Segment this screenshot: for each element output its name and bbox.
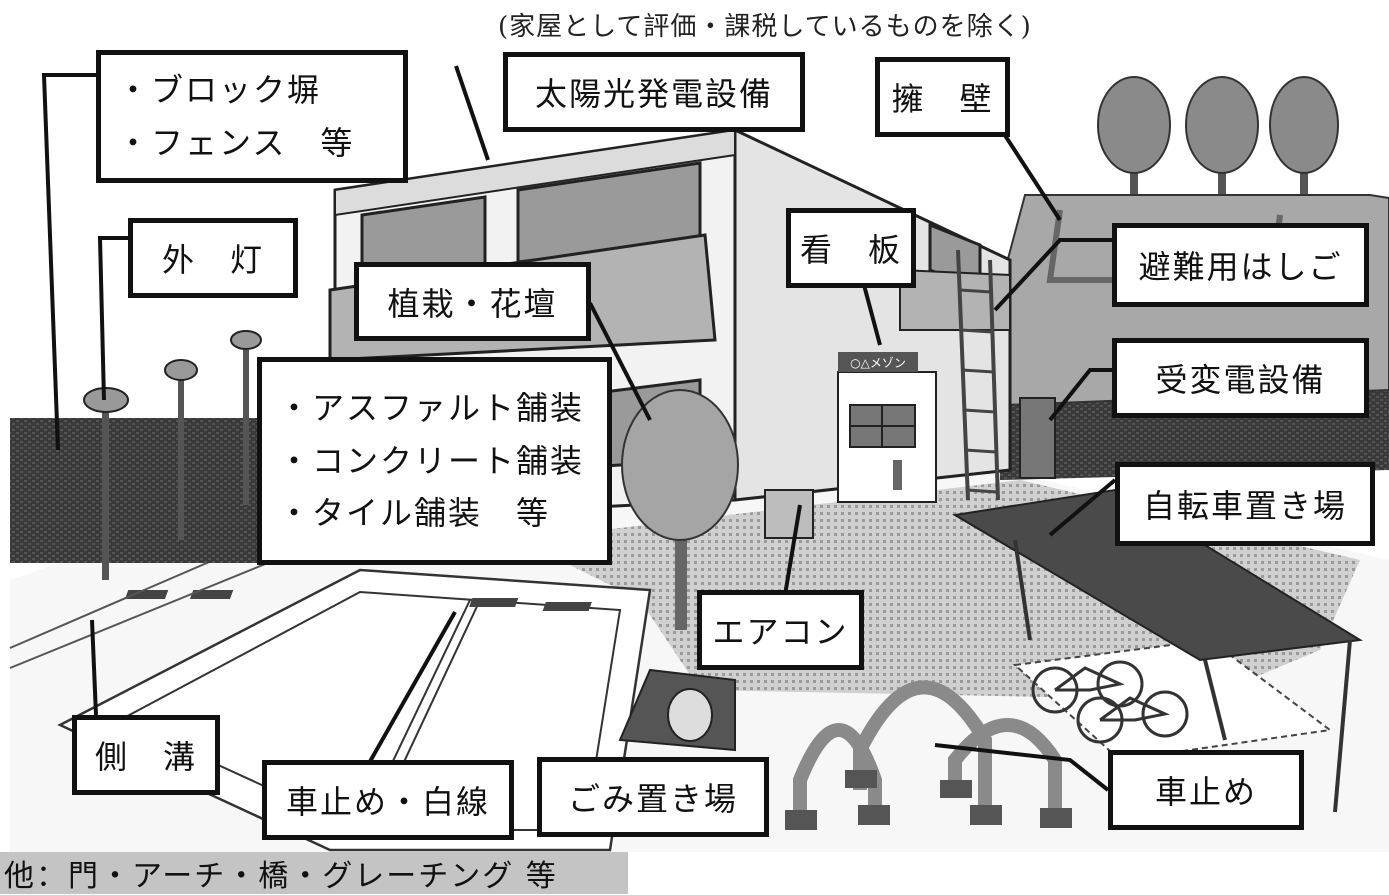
label-planting: 植栽・花壇 bbox=[354, 262, 591, 341]
label-evacuation-ladder: 避難用はしご bbox=[1112, 223, 1369, 307]
bicycle-roof bbox=[952, 488, 1363, 662]
substation-illustration bbox=[1019, 397, 1056, 479]
label-aircon: エアコン bbox=[697, 590, 864, 670]
evacuation-ladder-illustration bbox=[956, 249, 1000, 501]
outdoor-lights bbox=[83, 330, 262, 580]
label-outdoor-light: 外 灯 bbox=[128, 218, 298, 298]
label-paving-line-2: ・コンクリート舗装 bbox=[278, 441, 585, 480]
bicycles bbox=[1031, 660, 1189, 744]
label-block-wall: ・ブロック塀 ・フェンス 等 bbox=[96, 50, 408, 183]
fire-extinguisher bbox=[893, 460, 902, 490]
label-car-stop-white-line: 車止め・白線 bbox=[262, 760, 514, 840]
label-garbage-area: ごみ置き場 bbox=[537, 757, 769, 837]
label-gutter: 側 溝 bbox=[72, 715, 220, 795]
signboard-illustration bbox=[838, 352, 918, 372]
caption: (家屋として評価・課税しているものを除く) bbox=[498, 12, 1032, 42]
car-stop-bases bbox=[785, 770, 1072, 830]
leader-lines bbox=[41, 65, 1117, 792]
label-retaining-wall: 擁 壁 bbox=[875, 57, 1010, 137]
label-block-wall-line-1: ・ブロック塀 bbox=[117, 70, 322, 109]
label-substation: 受変電設備 bbox=[1112, 338, 1369, 418]
label-block-wall-line-2: ・フェンス 等 bbox=[117, 123, 355, 162]
bicycle-area bbox=[1012, 638, 1333, 762]
block-wall-illustration bbox=[10, 418, 260, 563]
label-signboard: 看 板 bbox=[786, 208, 916, 288]
label-paving-line-3: ・タイル舗装 等 bbox=[278, 494, 551, 533]
label-solar-power: 太陽光発電設備 bbox=[503, 52, 805, 132]
planting-tree bbox=[621, 389, 739, 630]
label-bicycle-parking: 自転車置き場 bbox=[1115, 462, 1375, 546]
footer-note: 他：門・アーチ・橋・グレーチング 等 bbox=[0, 852, 628, 894]
aircon-unit bbox=[764, 489, 814, 539]
sign-text: ○△メゾン bbox=[850, 356, 906, 370]
label-car-stop: 車止め bbox=[1108, 750, 1304, 830]
label-paving-line-1: ・アスファルト舗装 bbox=[278, 388, 585, 427]
car-stop-arches bbox=[793, 680, 1062, 820]
label-paving: ・アスファルト舗装 ・コンクリート舗装 ・タイル舗装 等 bbox=[257, 357, 612, 565]
background-trees bbox=[1097, 76, 1339, 200]
